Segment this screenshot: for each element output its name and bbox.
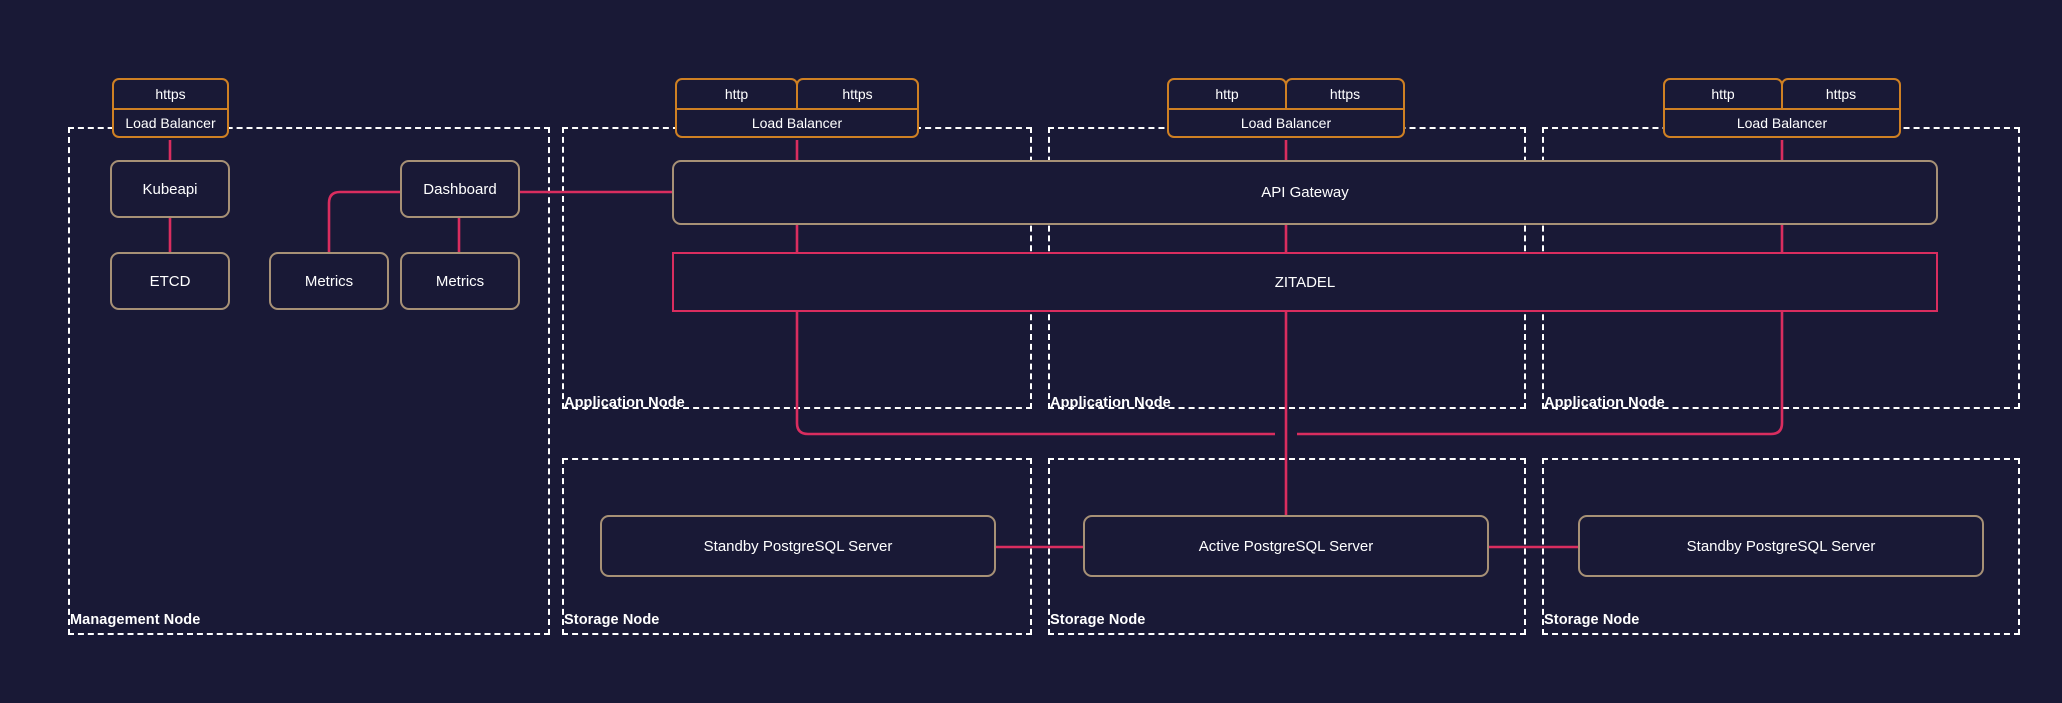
box-metrics-left[interactable]: Metrics	[269, 252, 389, 310]
load-balancer-app-3[interactable]: http https Load Balancer	[1663, 78, 1901, 138]
protocol-chip-https[interactable]: https	[1781, 78, 1901, 110]
zone-label-management-node: Management Node	[70, 612, 201, 628]
box-kubeapi[interactable]: Kubeapi	[110, 160, 230, 218]
zone-label-storage-node-2: Storage Node	[1050, 612, 1146, 628]
protocol-row: https	[112, 78, 229, 110]
box-api-gateway[interactable]: API Gateway	[672, 160, 1938, 225]
protocol-chip-http[interactable]: http	[1167, 78, 1287, 110]
box-zitadel[interactable]: ZITADEL	[672, 252, 1938, 312]
protocol-chip-https[interactable]: https	[1285, 78, 1405, 110]
load-balancer-label[interactable]: Load Balancer	[1663, 108, 1901, 138]
box-etcd[interactable]: ETCD	[110, 252, 230, 310]
load-balancer-app-1[interactable]: http https Load Balancer	[675, 78, 919, 138]
zone-management-node	[68, 127, 550, 635]
box-metrics-right[interactable]: Metrics	[400, 252, 520, 310]
protocol-row: http https	[1663, 78, 1901, 110]
load-balancer-management[interactable]: https Load Balancer	[112, 78, 229, 138]
load-balancer-app-2[interactable]: http https Load Balancer	[1167, 78, 1405, 138]
load-balancer-label[interactable]: Load Balancer	[1167, 108, 1405, 138]
zone-label-application-node-1: Application Node	[564, 395, 685, 411]
zone-label-application-node-2: Application Node	[1050, 395, 1171, 411]
zone-label-storage-node-3: Storage Node	[1544, 612, 1640, 628]
zone-label-application-node-3: Application Node	[1544, 395, 1665, 411]
box-dashboard[interactable]: Dashboard	[400, 160, 520, 218]
load-balancer-label[interactable]: Load Balancer	[675, 108, 919, 138]
load-balancer-label[interactable]: Load Balancer	[112, 108, 229, 138]
zone-label-storage-node-1: Storage Node	[564, 612, 660, 628]
protocol-row: http https	[675, 78, 919, 110]
protocol-chip-https[interactable]: https	[796, 78, 919, 110]
protocol-row: http https	[1167, 78, 1405, 110]
box-standby-postgresql-right[interactable]: Standby PostgreSQL Server	[1578, 515, 1984, 577]
protocol-chip-http[interactable]: http	[675, 78, 798, 110]
box-standby-postgresql-left[interactable]: Standby PostgreSQL Server	[600, 515, 996, 577]
box-active-postgresql[interactable]: Active PostgreSQL Server	[1083, 515, 1489, 577]
protocol-chip-http[interactable]: http	[1663, 78, 1783, 110]
protocol-chip-https[interactable]: https	[112, 78, 229, 110]
